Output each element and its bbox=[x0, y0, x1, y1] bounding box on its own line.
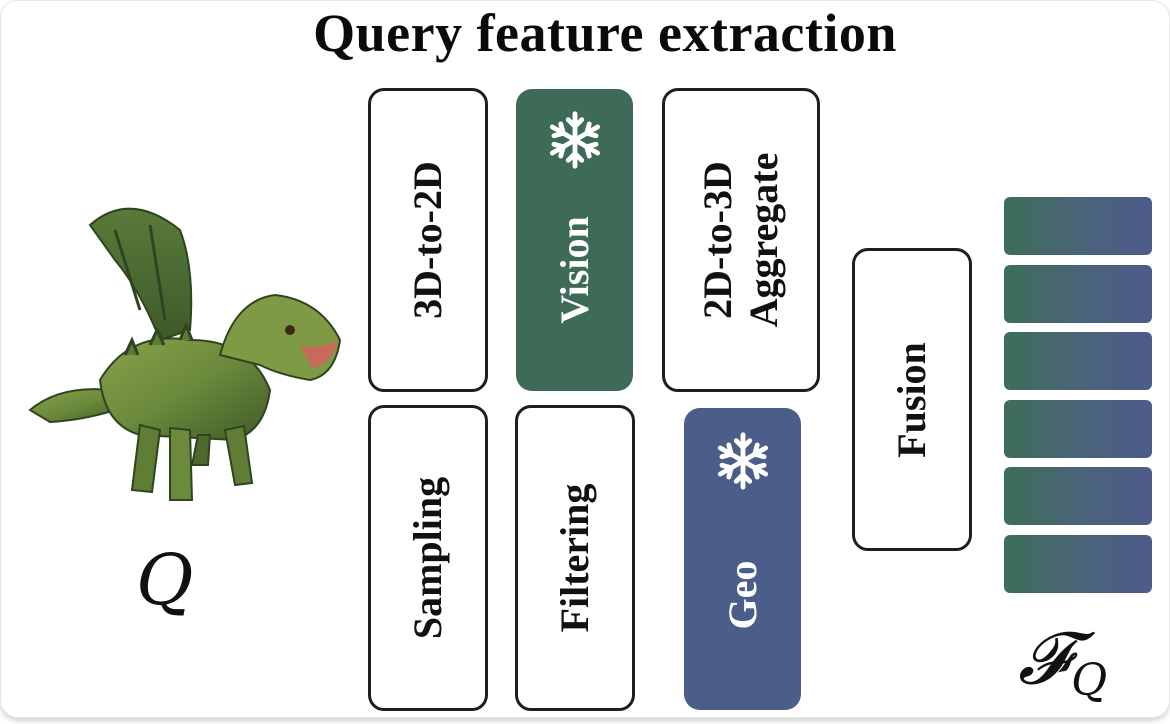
module-fusion-label: Fusion bbox=[889, 341, 934, 458]
features-symbol: 𝓕 bbox=[1018, 616, 1072, 700]
module-aggregate-line: Aggregate bbox=[741, 152, 786, 328]
module-2d-to-3d-aggregate: 2D-to-3D Aggregate bbox=[662, 88, 820, 392]
feature-row bbox=[1004, 534, 1152, 593]
module-filtering-label: Filtering bbox=[552, 483, 597, 633]
features-label: 𝓕Q bbox=[1018, 618, 1107, 721]
feature-row bbox=[1004, 197, 1152, 255]
diagram-title: Query feature extraction bbox=[313, 3, 897, 63]
features-subscript: Q bbox=[1071, 655, 1108, 706]
snowflake-icon bbox=[717, 432, 769, 490]
feature-row bbox=[1004, 467, 1152, 525]
module-sampling-label: Sampling bbox=[405, 476, 450, 640]
module-geo: Geo bbox=[684, 408, 801, 710]
module-sampling: Sampling bbox=[368, 405, 488, 711]
module-filtering: Filtering bbox=[515, 405, 635, 711]
query-label: Q bbox=[136, 539, 194, 621]
feature-row bbox=[1004, 264, 1152, 323]
feature-row bbox=[1004, 399, 1152, 458]
module-geo-label: Geo bbox=[719, 560, 765, 630]
module-3d-to-2d-label: 3D-to-2D bbox=[405, 161, 450, 319]
module-vision-label: Vision bbox=[551, 216, 597, 324]
module-fusion: Fusion bbox=[852, 248, 972, 551]
feature-row bbox=[1004, 332, 1152, 390]
dragon-model-image bbox=[28, 207, 342, 501]
module-vision: Vision bbox=[516, 89, 633, 391]
module-2d-to-3d-aggregate-label: 2D-to-3D Aggregate bbox=[695, 153, 787, 328]
snowflake-icon bbox=[549, 111, 601, 169]
module-2d-to-3d-line: 2D-to-3D bbox=[695, 161, 740, 319]
module-3d-to-2d: 3D-to-2D bbox=[368, 88, 488, 392]
